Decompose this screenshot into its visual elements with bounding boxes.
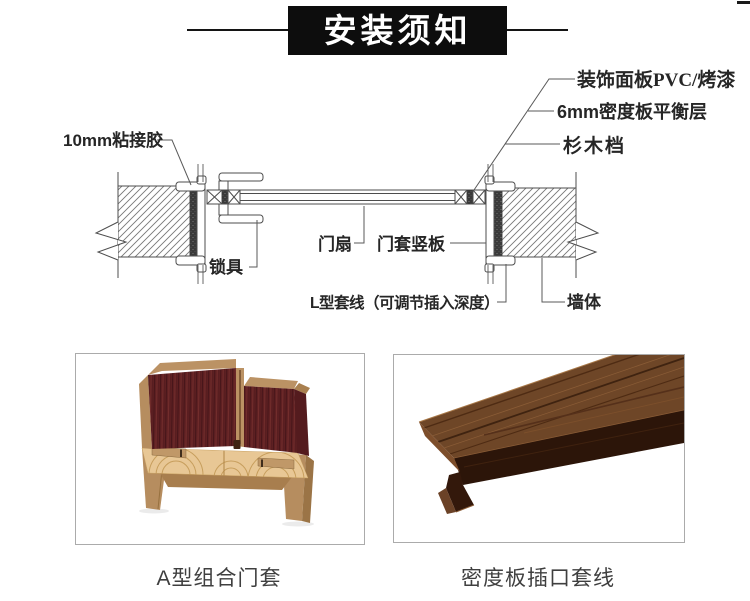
corner-dash <box>737 1 750 4</box>
mahogany-panel-right <box>244 386 298 453</box>
label-wall: 墙体 <box>567 292 602 312</box>
photo-l-trim <box>393 330 685 543</box>
right-jamb-board <box>485 182 495 266</box>
page-title: 安装须知 <box>323 12 472 49</box>
right-wall-section <box>484 164 600 284</box>
caption-a-type-frame: A型组合门套 <box>156 567 282 590</box>
caption-l-trim: 密度板插口套线 <box>461 567 615 590</box>
banner-right-rule <box>507 29 568 31</box>
label-jamb-board: 门套竖板 <box>377 234 446 254</box>
label-lock: 锁具 <box>209 257 243 277</box>
door-leaf-section <box>206 189 486 205</box>
trim-lip <box>446 472 474 512</box>
left-jamb-board <box>196 182 206 266</box>
right-adhesive-strip <box>494 188 502 257</box>
right-break-symbol <box>566 221 600 261</box>
photo-a-type-frame <box>75 353 365 545</box>
label-decor-panel: 装饰面板PVC/烤漆 <box>576 68 735 91</box>
right-tenon <box>257 457 295 470</box>
lock-handles <box>218 172 264 224</box>
left-tenon <box>151 446 187 459</box>
banner: 安装须知 <box>288 6 507 55</box>
label-door-leaf: 门扇 <box>318 234 352 254</box>
left-trim-lip-bottom <box>175 255 206 266</box>
right-trim-lip-bottom <box>485 255 516 266</box>
a-type-frame-image <box>139 359 314 527</box>
l-trim-image <box>418 330 685 514</box>
left-adhesive-strip <box>190 186 197 257</box>
trim-front-face <box>454 410 684 485</box>
label-fir-block: 杉木档 <box>563 134 626 157</box>
banner-left-rule <box>187 29 288 31</box>
label-l-trim: L型套线（可调节插入深度） <box>310 293 499 312</box>
left-break-symbol <box>94 221 128 261</box>
mahogany-panel-left <box>148 368 236 449</box>
left-wall-section <box>94 164 207 284</box>
label-balance-layer: 6mm密度板平衡层 <box>557 101 707 122</box>
door-frame-section-diagram: 10mm粘接胶 装饰面板PVC/烤漆 6mm密度板平衡层 杉木档 锁具 门扇 门… <box>63 68 735 312</box>
trim-end-face <box>419 422 460 472</box>
label-adhesive: 10mm粘接胶 <box>63 130 163 150</box>
leader-lines <box>157 78 575 303</box>
